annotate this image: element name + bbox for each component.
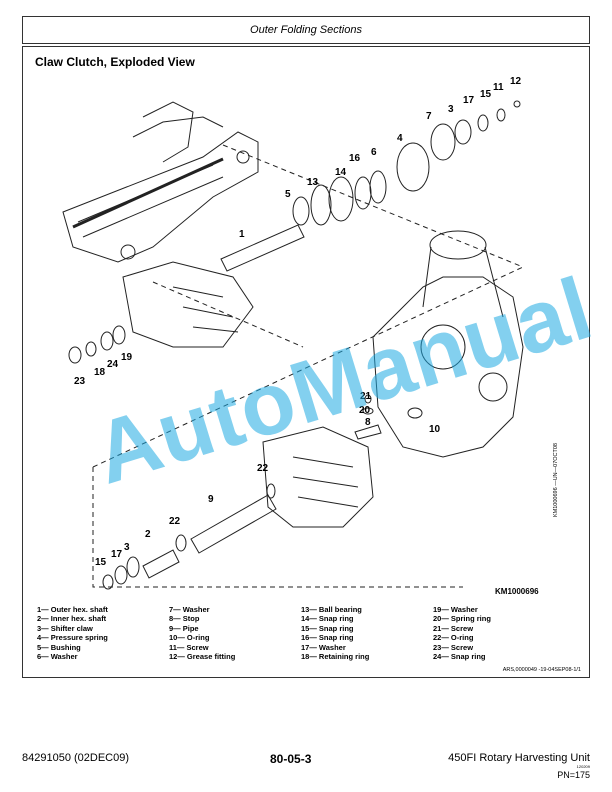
legend-item: 17— Washer — [301, 642, 346, 652]
figure-side-code: KM1000696 —UN—07OCT08 — [553, 443, 559, 517]
legend-item: 22— O-ring — [433, 633, 474, 643]
inner-hex-shaft — [142, 549, 180, 579]
parts-legend: 1— Outer hex. shaft 2— Inner hex. shaft … — [37, 605, 577, 661]
page-header: Outer Folding Sections — [22, 16, 590, 44]
footer-manual-title: 450FI Rotary Harvesting Unit — [448, 752, 590, 764]
legend-item: 8— Stop — [169, 614, 200, 624]
footer-page-number: 80-05-3 — [270, 752, 312, 766]
callout-3: 3 — [448, 104, 454, 115]
figure-panel: Claw Clutch, Exploded View — [22, 46, 603, 678]
callout-21: 21 — [360, 391, 372, 402]
callout-11: 11 — [493, 82, 504, 93]
lower-gearbox — [262, 426, 374, 528]
legend-item: 12— Grease fitting — [169, 652, 236, 662]
callout-1: 1 — [239, 229, 245, 240]
callout-2: 2 — [145, 529, 151, 540]
upper-gearbox — [122, 261, 254, 348]
ars-reference: ARS,0000049 -19-04SEP08-1/1 — [502, 667, 581, 673]
callout-8: 8 — [365, 417, 371, 428]
legend-item: 4— Pressure spring — [37, 633, 108, 643]
legend-item: 5— Bushing — [37, 642, 81, 652]
exploded-view-illustration: 1 2 3 4 5 6 7 8 9 10 11 12 13 14 15 16 1… — [62, 76, 524, 590]
legend-column-1: 1— Outer hex. shaft 2— Inner hex. shaft … — [37, 605, 169, 661]
callout-22a: 22 — [169, 516, 181, 527]
legend-item: 21— Screw — [433, 623, 474, 633]
legend-item: 14— Snap ring — [301, 614, 354, 624]
legend-item: 3— Shifter claw — [37, 623, 93, 633]
callout-3b: 3 — [124, 542, 130, 553]
legend-item: 24— Snap ring — [433, 652, 486, 662]
legend-item: 19— Washer — [433, 605, 478, 614]
legend-item: 16— Snap ring — [301, 633, 354, 643]
callout-13: 13 — [307, 177, 319, 188]
callout-15b: 15 — [95, 557, 107, 568]
rotor-housing — [372, 276, 524, 458]
outer-hex-shaft — [220, 224, 305, 272]
callout-18: 18 — [94, 367, 106, 378]
legend-item: 20— Spring ring — [433, 614, 491, 624]
callout-17b: 17 — [111, 549, 123, 560]
pipe — [190, 494, 277, 554]
legend-item: 9— Pipe — [169, 623, 199, 633]
callout-7: 7 — [426, 111, 432, 122]
legend-item: 2— Inner hex. shaft — [37, 614, 107, 624]
callout-24: 24 — [107, 359, 119, 370]
callout-10: 10 — [429, 424, 441, 435]
callout-17: 17 — [463, 95, 475, 106]
callout-23: 23 — [74, 376, 86, 387]
section-title: Claw Clutch, Exploded View — [35, 55, 195, 69]
footer-date-code: 120209 — [576, 764, 590, 769]
legend-column-4: 19— Washer 20— Spring ring 21— Screw 22—… — [433, 605, 565, 661]
legend-item: 1— Outer hex. shaft — [37, 605, 108, 614]
callout-12: 12 — [510, 76, 522, 87]
callout-16: 16 — [349, 153, 361, 164]
callout-15: 15 — [480, 89, 492, 100]
callout-20: 20 — [359, 405, 371, 416]
legend-item: 7— Washer — [169, 605, 210, 614]
legend-item: 15— Snap ring — [301, 623, 354, 633]
callout-9: 9 — [208, 494, 214, 505]
footer-pn: PN=175 — [557, 770, 590, 780]
legend-item: 6— Washer — [37, 652, 78, 662]
legend-column-3: 13— Ball bearing 14— Snap ring 15— Snap … — [301, 605, 433, 661]
footer-doc-number: 84291050 (02DEC09) — [22, 752, 130, 764]
callout-14: 14 — [335, 167, 347, 178]
legend-item: 18— Retaining ring — [301, 652, 370, 662]
legend-item: 23— Screw — [433, 642, 474, 652]
callout-22b: 22 — [257, 463, 269, 474]
callout-4: 4 — [397, 133, 403, 144]
callout-5: 5 — [285, 189, 291, 200]
callout-6: 6 — [371, 147, 377, 158]
header-title: Outer Folding Sections — [250, 24, 362, 36]
figure-code: KM1000696 — [495, 587, 539, 596]
frame-assembly — [62, 131, 259, 263]
legend-item: 13— Ball bearing — [301, 605, 362, 614]
legend-column-2: 7— Washer 8— Stop 9— Pipe 10— O-ring 11—… — [169, 605, 301, 661]
legend-item: 10— O-ring — [169, 633, 210, 643]
legend-item: 11— Screw — [169, 642, 209, 652]
callout-19: 19 — [121, 352, 133, 363]
